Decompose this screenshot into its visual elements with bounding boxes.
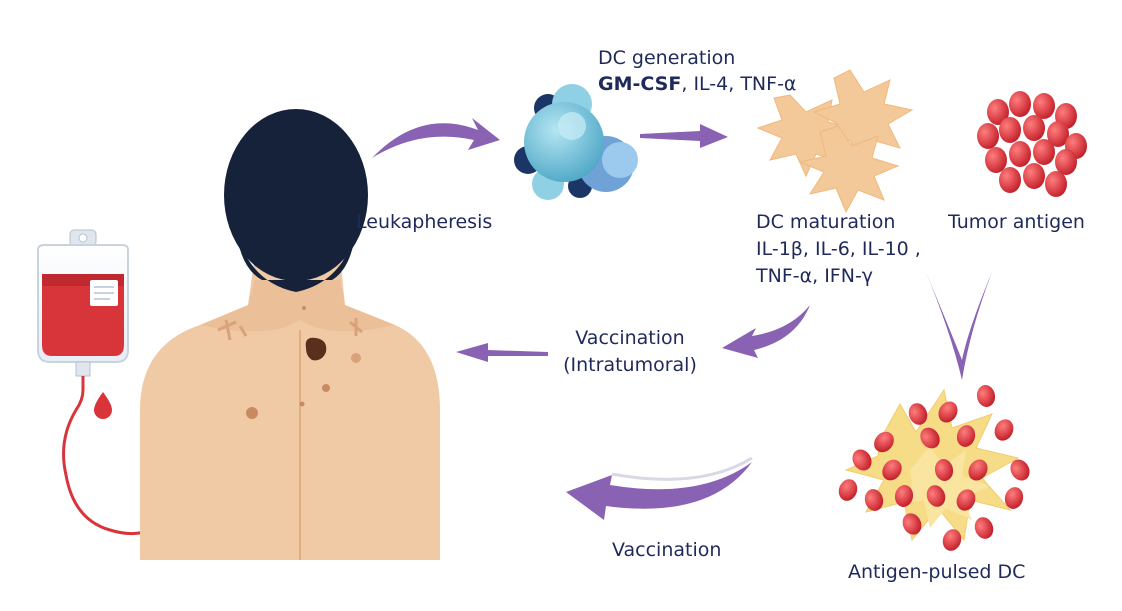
leukapheresis-label: Leukapheresis bbox=[356, 211, 493, 233]
tumor-antigen-label: Tumor antigen bbox=[948, 211, 1085, 233]
blood-drop-icon bbox=[94, 392, 112, 419]
arrow-intratumoral bbox=[722, 305, 810, 358]
melanoma-lesion bbox=[305, 337, 327, 361]
dc-generation-cytokines: GM-CSF, IL-4, TNF-α bbox=[598, 72, 796, 96]
dc-maturation-cytokines-line1: IL-1β, IL-6, IL-10 , bbox=[756, 238, 921, 260]
monocyte-cluster-icon bbox=[514, 84, 638, 200]
vaccination-intratumoral-line1: Vaccination bbox=[575, 327, 685, 349]
arrow-to-patient bbox=[456, 343, 548, 362]
patient-illustration bbox=[140, 109, 440, 560]
dc-maturation-cytokines-line2: TNF-α, IFN-γ bbox=[756, 265, 874, 287]
dc-generation-cytokines-rest: , IL-4, TNF-α bbox=[681, 73, 797, 95]
arrow-vaccination bbox=[566, 456, 753, 520]
gm-csf-label: GM-CSF bbox=[598, 73, 682, 95]
hair bbox=[224, 109, 368, 281]
arrow-leukapheresis bbox=[372, 118, 500, 158]
vaccination-label: Vaccination bbox=[612, 539, 722, 561]
dc-generation-title: DC generation bbox=[598, 47, 736, 69]
antigen-pulsed-dc-label: Antigen-pulsed DC bbox=[848, 561, 1026, 583]
dc-maturation-title: DC maturation bbox=[756, 211, 896, 233]
tumor-antigen-icon bbox=[977, 91, 1087, 197]
arrow-dc-generation bbox=[640, 124, 728, 148]
dendritic-cells-icon bbox=[756, 69, 914, 214]
arrow-antigen-pulsing bbox=[925, 270, 992, 380]
antigen-pulsed-dc-icon bbox=[838, 385, 1030, 551]
vaccination-intratumoral-line2: (Intratumoral) bbox=[563, 354, 697, 376]
